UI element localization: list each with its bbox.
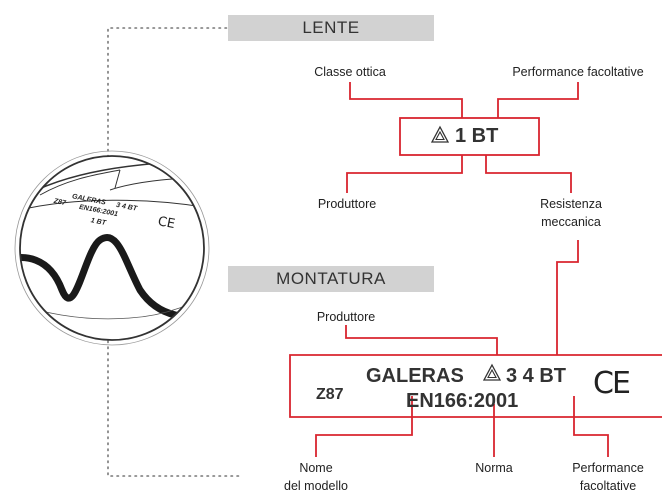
closeup-ce: CE: [156, 214, 177, 233]
ce-mark-icon: CE: [593, 366, 631, 401]
frame-line-mech-resistance: [556, 240, 579, 355]
label-model-name-1: Nome: [299, 461, 333, 475]
goggle-closeup: [14, 150, 210, 346]
frame-model-code: Z87: [316, 386, 344, 403]
label-model-name-2: del modello: [284, 479, 348, 493]
triangle-warning-icon: [430, 125, 450, 143]
frame-section-bar: [228, 266, 434, 292]
lens-line-optical-class: [349, 82, 463, 118]
lens-code-box: [399, 117, 540, 156]
lens-section-bar: [228, 15, 434, 41]
label-optical-class: Classe ottica: [314, 65, 386, 79]
frame-rating: 3 4 BT: [506, 365, 567, 387]
lens-line-manufacturer: [346, 155, 463, 193]
dotted-leader-top: [107, 27, 229, 164]
lens-section-title: LENTE: [302, 18, 360, 37]
lens-code: 1 BT: [455, 125, 499, 147]
frame-line-optional-performance: [573, 396, 609, 457]
lens-line-mech-resistance: [485, 155, 572, 193]
label-optional-performance-frame-2: facoltative: [579, 479, 637, 493]
lens-line-optional-performance: [497, 82, 579, 118]
frame-code-box: [289, 354, 662, 418]
triangle-warning-icon: [482, 363, 502, 381]
frame-line-manufacturer: [345, 325, 498, 355]
label-mech-resistance-1: Resistenza: [540, 197, 602, 211]
label-optional-performance-frame-1: Performance: [572, 461, 644, 475]
label-standard: Norma: [475, 461, 513, 475]
frame-line-model-name: [315, 396, 413, 457]
dotted-leader-bottom: [107, 334, 241, 477]
frame-brand-code: GALERAS: [366, 365, 464, 387]
label-manufacturer-lens: Produttore: [317, 197, 377, 211]
label-manufacturer-frame: Produttore: [316, 310, 376, 324]
label-mech-resistance-2: meccanica: [541, 215, 601, 229]
frame-standard: EN166:2001: [406, 390, 519, 412]
label-optional-performance: Performance facoltative: [512, 65, 644, 79]
frame-section-title: MONTATURA: [276, 269, 386, 288]
